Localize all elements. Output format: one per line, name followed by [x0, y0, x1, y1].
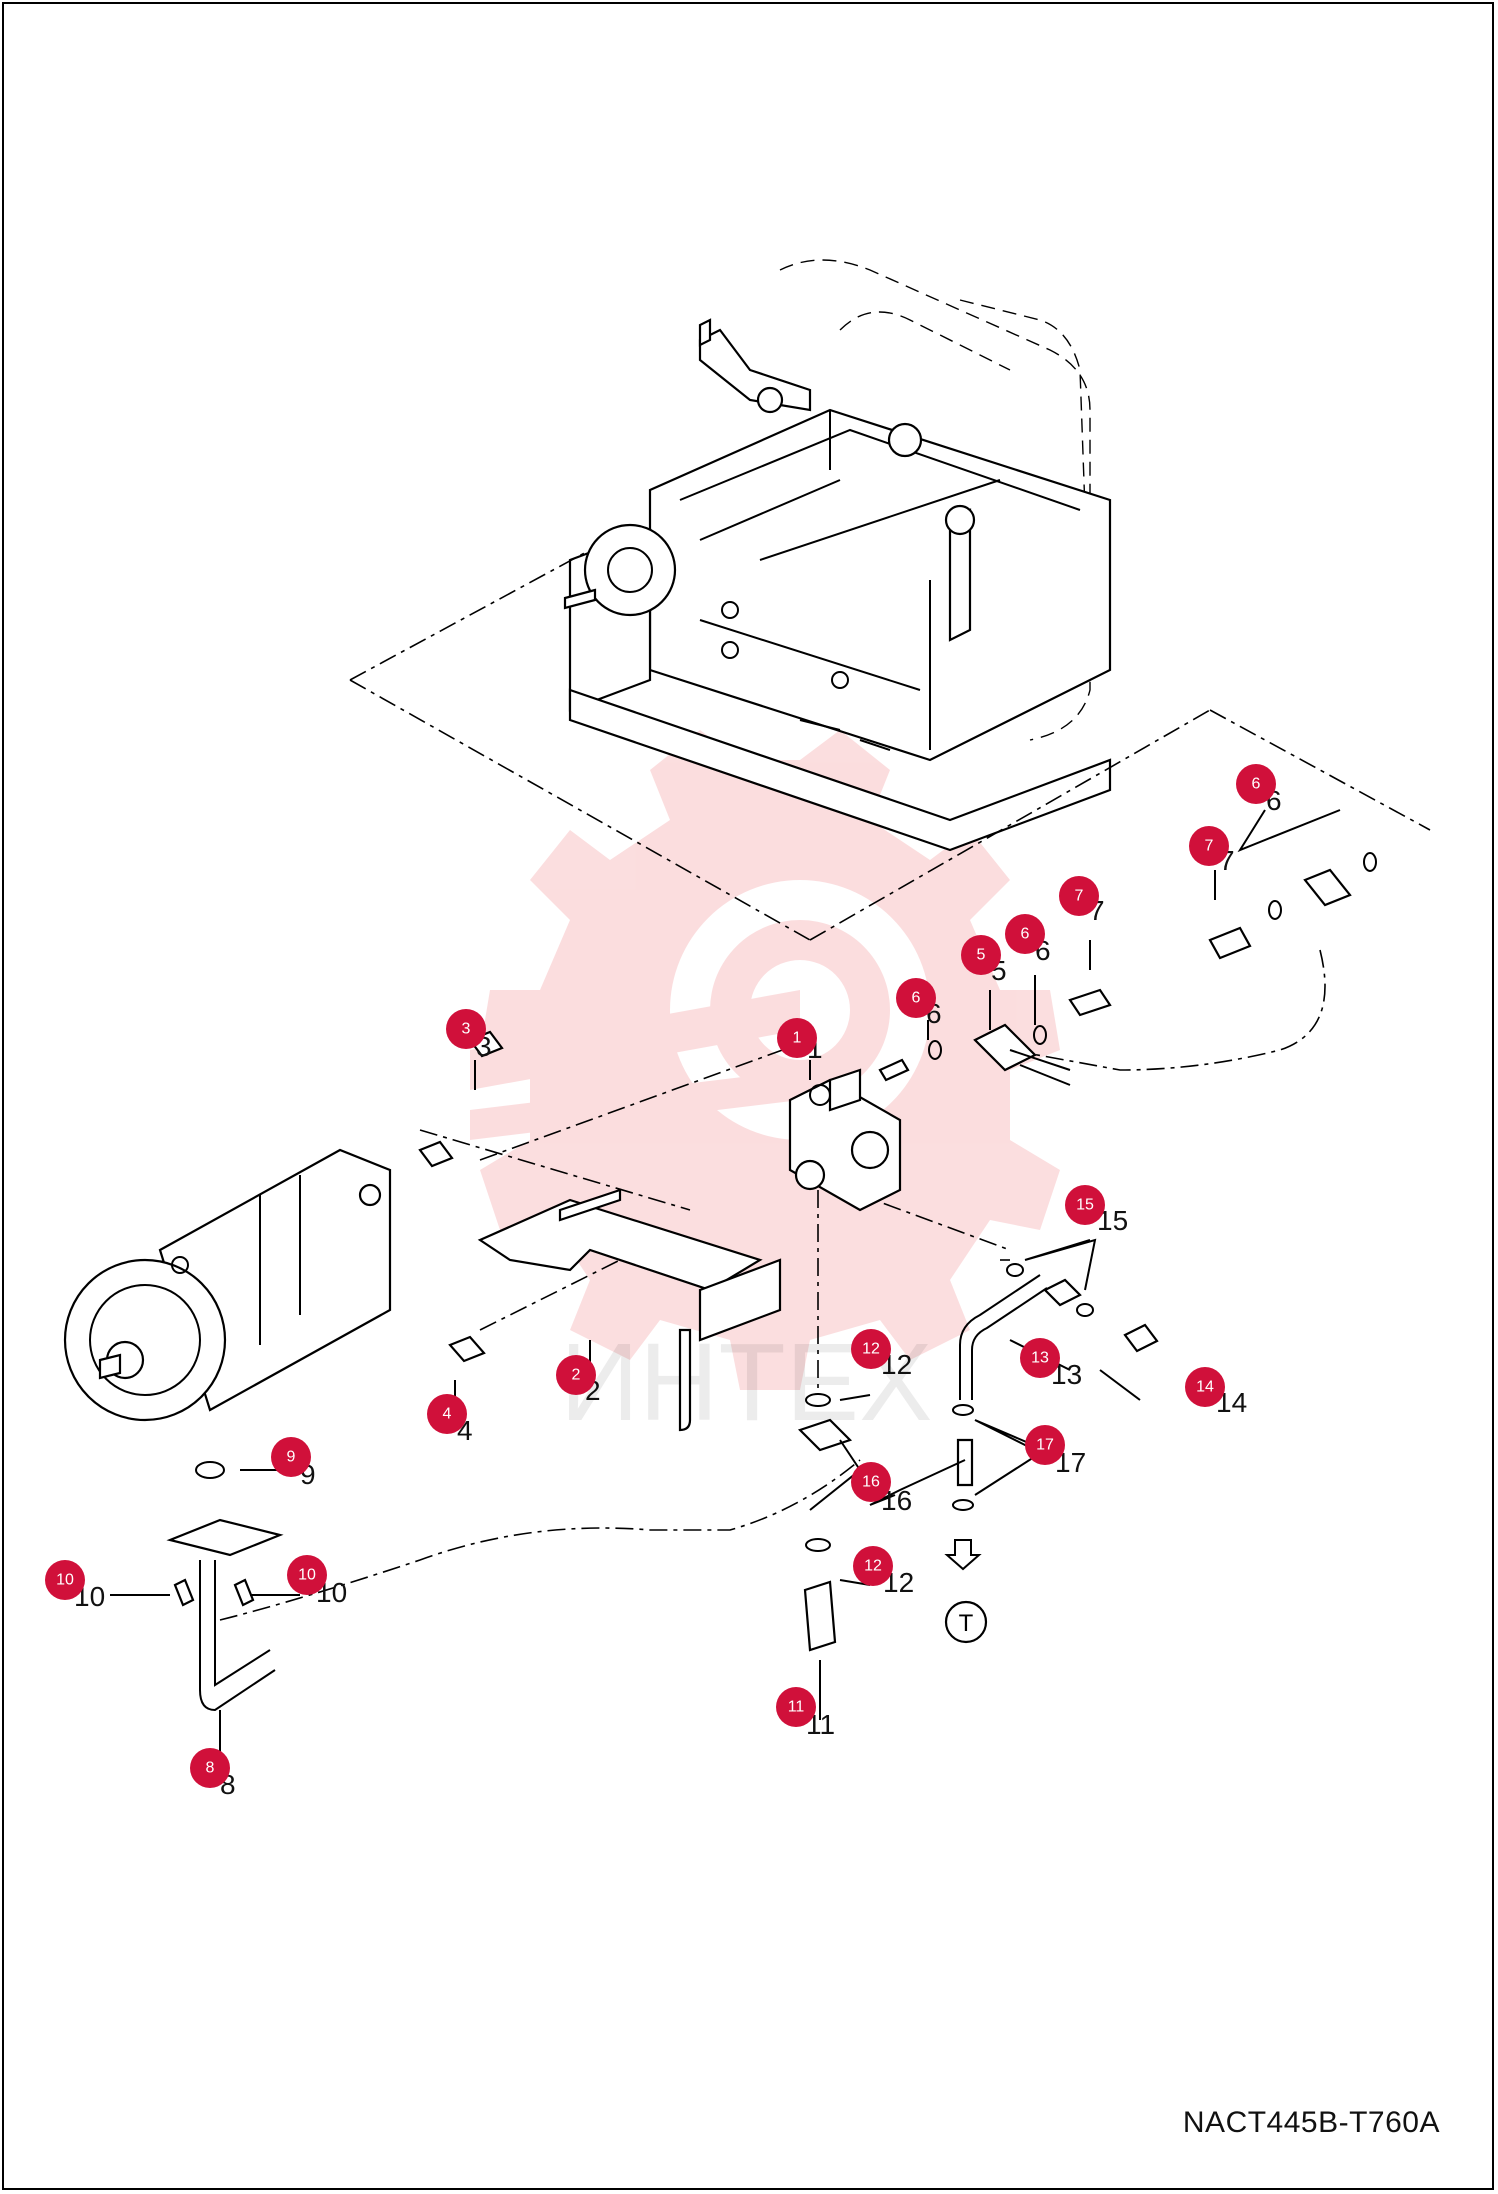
callout-marker-label: 12	[864, 1558, 882, 1575]
callout-marker-circle	[1025, 1425, 1065, 1465]
callout-marker-label: 6	[1252, 776, 1261, 793]
tube-part-13	[944, 1263, 1159, 1571]
transmission-housing	[563, 259, 1112, 852]
callout-marker-5: 5	[961, 935, 1001, 975]
callout-marker-4: 4	[427, 1394, 467, 1434]
callout-marker-circle	[1185, 1367, 1225, 1407]
reference-lines	[219, 549, 1431, 1621]
callout-marker-16: 16	[851, 1462, 891, 1502]
callout-marker-12b: 12	[853, 1546, 893, 1586]
tank-symbol: T	[944, 1600, 988, 1644]
callout-marker-label: 15	[1076, 1197, 1094, 1214]
callout-marker-circle	[1005, 914, 1045, 954]
callout-marker-circle	[961, 935, 1001, 975]
callout-marker-label: 1	[793, 1030, 802, 1047]
callout-marker-1: 1	[777, 1018, 817, 1058]
callout-marker-label: 17	[1036, 1437, 1054, 1454]
callout-marker-7b: 7	[1189, 826, 1229, 866]
callout-marker-2: 2	[556, 1355, 596, 1395]
callout-marker-circle	[853, 1546, 893, 1586]
callout-layer: 1716151413121211101098776665432112345666…	[45, 764, 1282, 1800]
banjo-fitting-part-5	[878, 852, 1377, 1086]
callout-marker-circle	[556, 1355, 596, 1395]
callout-marker-12a: 12	[851, 1329, 891, 1369]
callout-marker-label: 14	[1196, 1379, 1214, 1396]
callout-marker-label: 6	[912, 990, 921, 1007]
callout-marker-10a: 10	[45, 1560, 85, 1600]
callout-marker-label: 8	[206, 1760, 215, 1777]
callout-marker-label: 6	[1021, 926, 1030, 943]
callout-marker-circle	[1020, 1338, 1060, 1378]
callout-marker-label: 11	[788, 1699, 805, 1716]
callout-marker-15: 15	[1065, 1185, 1105, 1225]
callout-marker-label: 3	[462, 1021, 471, 1038]
callout-marker-label: 2	[572, 1367, 581, 1384]
callout-marker-circle	[271, 1437, 311, 1477]
callout-marker-17: 17	[1025, 1425, 1065, 1465]
callout-marker-circle	[776, 1687, 816, 1727]
valve-block-part-1	[788, 1068, 902, 1212]
callout-marker-label: 9	[287, 1449, 296, 1466]
callout-marker-circle	[777, 1018, 817, 1058]
bolt-part-4	[448, 1335, 486, 1363]
callout-marker-circle	[851, 1462, 891, 1502]
leader-lines	[110, 809, 1341, 1760]
drawing-code: NACT445B-T760A	[1182, 2106, 1440, 2139]
callout-marker-label: 12	[862, 1341, 880, 1358]
bolt-part-3b	[418, 1140, 454, 1168]
callout-marker-label: 5	[977, 947, 986, 964]
callout-marker-6a: 6	[896, 978, 936, 1018]
callout-marker-label: 16	[862, 1474, 880, 1491]
callout-marker-label: 10	[298, 1567, 316, 1584]
callout-marker-10b: 10	[287, 1555, 327, 1595]
callout-marker-circle	[190, 1748, 230, 1788]
callout-marker-6c: 6	[1236, 764, 1276, 804]
callout-marker-label: 13	[1031, 1350, 1049, 1367]
callout-marker-label: 10	[56, 1572, 74, 1589]
callout-marker-circle	[1189, 826, 1229, 866]
callout-marker-9: 9	[271, 1437, 311, 1477]
callout-marker-circle	[427, 1394, 467, 1434]
callout-marker-circle	[851, 1329, 891, 1369]
callout-marker-circle	[1065, 1185, 1105, 1225]
callout-marker-label: 4	[443, 1406, 452, 1423]
callout-marker-circle	[1059, 876, 1099, 916]
callout-marker-6b: 6	[1005, 914, 1045, 954]
tank-symbol-label: T	[959, 1610, 974, 1637]
callout-marker-7a: 7	[1059, 876, 1099, 916]
callout-marker-circle	[446, 1009, 486, 1049]
callout-marker-circle	[1236, 764, 1276, 804]
callout-marker-13: 13	[1020, 1338, 1060, 1378]
callout-marker-8: 8	[190, 1748, 230, 1788]
callout-marker-circle	[896, 978, 936, 1018]
callout-marker-11: 11	[776, 1687, 816, 1727]
hydraulic-pump	[63, 1148, 392, 1422]
callout-marker-label: 7	[1205, 838, 1214, 855]
callout-marker-3: 3	[446, 1009, 486, 1049]
callout-marker-circle	[45, 1560, 85, 1600]
callout-marker-14: 14	[1185, 1367, 1225, 1407]
callout-marker-label: 7	[1075, 888, 1084, 905]
callout-marker-circle	[287, 1555, 327, 1595]
bracket-part-2	[477, 1188, 782, 1432]
pipe-part-8	[166, 1461, 284, 1712]
